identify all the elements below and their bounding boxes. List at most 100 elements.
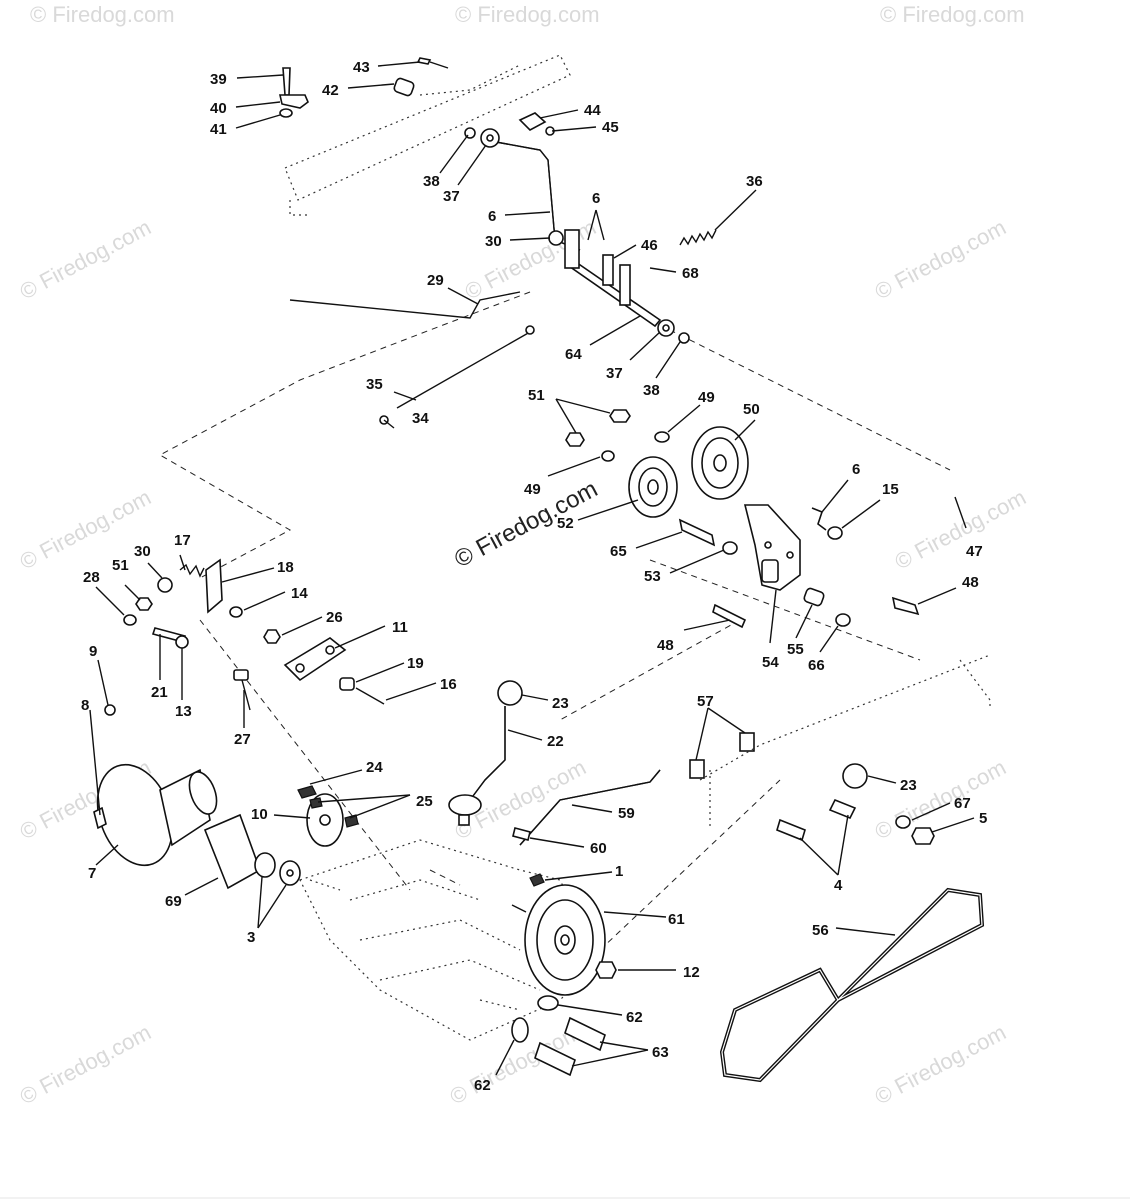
- part-label: 42: [322, 82, 339, 99]
- part-label: 69: [165, 893, 182, 910]
- part-label: 12: [683, 964, 700, 981]
- part-label: 49: [524, 481, 541, 498]
- part-label: 64: [565, 346, 582, 363]
- part-number-labels: 39 43 42 40 41 44 45 38 37 36 6 6 30 46 …: [81, 59, 987, 1094]
- part-label: 57: [697, 693, 714, 710]
- part-label: 54: [762, 654, 779, 671]
- part-label: 25: [416, 793, 433, 810]
- part-label: 1: [615, 863, 623, 880]
- transaxle-pulley: [511, 873, 617, 996]
- part-label: 14: [291, 585, 308, 602]
- drive-belt: [719, 887, 985, 1083]
- part-label: 34: [412, 410, 429, 427]
- part-label: 37: [606, 365, 623, 382]
- control-rod-assembly: [464, 112, 690, 344]
- part-label: 3: [247, 929, 255, 946]
- part-label: 48: [962, 574, 979, 591]
- part-label: 37: [443, 188, 460, 205]
- part-label: 15: [882, 481, 899, 498]
- part-label: 44: [584, 102, 601, 119]
- part-label: 16: [440, 676, 457, 693]
- watermark: © Firedog.com: [455, 2, 600, 27]
- part-label: 28: [83, 569, 100, 586]
- shift-lever: [448, 680, 523, 826]
- part-label: 51: [528, 387, 545, 404]
- part-label: 41: [210, 121, 227, 138]
- part-label: 6: [488, 208, 496, 225]
- brake-lever-assembly: [123, 558, 281, 649]
- part-label: 6: [592, 190, 600, 207]
- watermark: © Firedog.com: [16, 484, 155, 574]
- part-label: 48: [657, 637, 674, 654]
- part-label: 65: [610, 543, 627, 560]
- right-fasteners: [776, 763, 935, 845]
- mount-plate-11: [233, 637, 385, 711]
- watermark: © Firedog.com: [891, 484, 1030, 574]
- idler-bracket: [678, 504, 920, 629]
- part-label: 17: [174, 532, 191, 549]
- part-label: 13: [175, 703, 192, 720]
- part-label: 59: [618, 805, 635, 822]
- idler-pulleys: [565, 409, 749, 518]
- bracket-57: [689, 654, 991, 830]
- part-label: 27: [234, 731, 251, 748]
- bracket-plate: [619, 264, 631, 306]
- dashed-linkage-lines: [158, 291, 951, 951]
- part-label: 38: [643, 382, 660, 399]
- part-label: 62: [626, 1009, 643, 1026]
- part-label: 11: [392, 619, 408, 636]
- part-label: 45: [602, 119, 619, 136]
- part-label: 22: [547, 733, 564, 750]
- part-label: 61: [668, 911, 685, 928]
- part-label: 60: [590, 840, 607, 857]
- watermark: © Firedog.com: [16, 214, 155, 304]
- part-label: 38: [423, 173, 440, 190]
- part-label: 4: [834, 877, 843, 894]
- part-label: 62: [474, 1077, 491, 1094]
- cable-29: [289, 291, 521, 319]
- frame-rail-top: [284, 54, 571, 216]
- bracket-plate: [602, 254, 614, 286]
- part-label: 47: [966, 543, 983, 560]
- watermark: © Firedog.com: [880, 2, 1025, 27]
- top-hardware: [279, 57, 449, 118]
- part-label: 52: [557, 515, 574, 532]
- watermark: © Firedog.com: [16, 1019, 155, 1109]
- part-label: 24: [366, 759, 383, 776]
- part-label: 66: [808, 657, 825, 674]
- part-label: 30: [485, 233, 502, 250]
- part-label: 51: [112, 557, 129, 574]
- part-label: 23: [900, 777, 917, 794]
- part-label: 26: [326, 609, 343, 626]
- detent-plate-10: [297, 785, 359, 847]
- part-label: 30: [134, 543, 151, 560]
- part-label: 9: [89, 643, 97, 660]
- part-label: 19: [407, 655, 424, 672]
- part-label: 8: [81, 697, 89, 714]
- part-label: 43: [353, 59, 370, 76]
- axle-hardware: [511, 995, 606, 1077]
- part-label: 7: [88, 865, 96, 882]
- part-label: 21: [151, 684, 168, 701]
- watermark: © Firedog.com: [871, 214, 1010, 304]
- part-label: 55: [787, 641, 804, 658]
- part-label: 40: [210, 100, 227, 117]
- part-label: 39: [210, 71, 227, 88]
- leader-lines: [89, 61, 975, 1076]
- part-label: 68: [682, 265, 699, 282]
- part-label: 56: [812, 922, 829, 939]
- part-label: 67: [954, 795, 971, 812]
- part-label: 53: [644, 568, 661, 585]
- transaxle-housing: [299, 839, 601, 1041]
- part-label: 5: [979, 810, 987, 827]
- part-label: 46: [641, 237, 658, 254]
- part-label: 29: [427, 272, 444, 289]
- drive-hub: [93, 704, 301, 890]
- part-label: 23: [552, 695, 569, 712]
- watermark: © Firedog.com: [871, 754, 1010, 844]
- shift-rod-59: [512, 769, 661, 846]
- watermark: © Firedog.com: [871, 1019, 1010, 1109]
- watermark-group: © Firedog.com © Firedog.com © Firedog.co…: [16, 2, 1030, 1109]
- part-label: 35: [366, 376, 383, 393]
